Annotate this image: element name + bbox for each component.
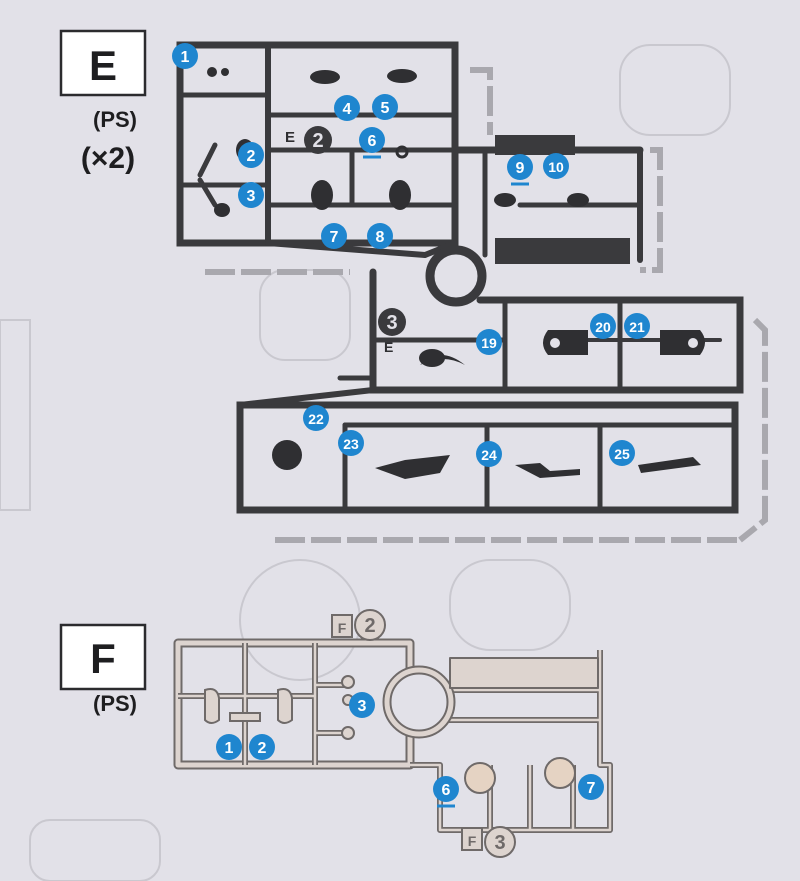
svg-text:4: 4 — [343, 101, 352, 118]
part-badge-e-21: 21 — [624, 313, 650, 339]
svg-text:24: 24 — [481, 447, 497, 463]
svg-text:22: 22 — [308, 411, 324, 427]
runner-e2-plate-bottom — [495, 238, 630, 264]
runner-e3 — [236, 268, 744, 514]
svg-text:7: 7 — [587, 780, 596, 797]
svg-text:2: 2 — [312, 130, 323, 152]
runner-f3-label: F 3 — [461, 826, 516, 858]
part-badge-f-1: 1 — [216, 734, 242, 760]
svg-text:F: F — [338, 620, 347, 636]
section-f: F (PS) — [59, 609, 613, 858]
part-badge-f-2: 2 — [249, 734, 275, 760]
svg-text:6: 6 — [368, 133, 377, 150]
section-e-label-box — [59, 29, 147, 97]
svg-text:3: 3 — [358, 698, 367, 715]
part-badge-e-6: 6 — [359, 127, 385, 159]
svg-text:E: E — [285, 129, 295, 146]
part-badge-e-22: 22 — [303, 405, 329, 431]
section-f-letter: F — [90, 635, 116, 682]
part-badge-f-3: 3 — [349, 692, 375, 718]
part-badge-e-5: 5 — [372, 94, 398, 120]
svg-text:21: 21 — [629, 319, 645, 335]
svg-text:25: 25 — [614, 446, 630, 462]
runner-f-parts — [204, 675, 576, 794]
part-badge-e-7: 7 — [321, 223, 347, 249]
part-badge-e-10: 10 — [543, 153, 569, 179]
part-badge-e-8: 8 — [367, 223, 393, 249]
runner-f — [173, 638, 613, 833]
svg-text:6: 6 — [442, 782, 451, 799]
svg-text:3: 3 — [247, 188, 256, 205]
section-e: E (PS) (×2) — [59, 29, 768, 543]
part-badge-e-1: 1 — [172, 43, 198, 69]
svg-text:F: F — [468, 833, 477, 849]
part-badge-e-24: 24 — [476, 441, 502, 467]
svg-text:9: 9 — [516, 160, 525, 177]
svg-text:3: 3 — [494, 832, 505, 854]
section-f-label-box — [59, 623, 147, 691]
svg-text:E: E — [384, 339, 393, 355]
svg-text:20: 20 — [595, 319, 611, 335]
part-badge-e-19: 19 — [476, 329, 502, 355]
section-e-letter: E — [89, 42, 117, 89]
runner-e2-plate-top — [495, 135, 575, 155]
runner-e-shadow — [205, 67, 768, 543]
svg-text:1: 1 — [225, 740, 234, 757]
section-e-quantity: (×2) — [81, 142, 135, 175]
part-badges-f: 1 2 3 6 7 — [216, 692, 604, 808]
runner-e2 — [176, 41, 644, 263]
svg-text:8: 8 — [376, 229, 385, 246]
svg-text:23: 23 — [343, 436, 359, 452]
part-badges-e: 1 2 3 4 5 6 7 8 — [172, 43, 650, 467]
part-badge-e-3: 3 — [238, 182, 264, 208]
runner-hub-ring — [425, 245, 487, 307]
part-badge-e-20: 20 — [590, 313, 616, 339]
svg-text:1: 1 — [181, 49, 190, 66]
part-badge-e-4: 4 — [334, 95, 360, 121]
svg-text:10: 10 — [548, 159, 564, 175]
runner-f2-label: F 2 — [331, 609, 386, 641]
part-badge-f-6: 6 — [433, 776, 459, 808]
part-badge-e-23: 23 — [338, 430, 364, 456]
section-e-material: (PS) — [93, 107, 137, 132]
runner-e2-label: E 2 — [285, 126, 332, 154]
svg-text:2: 2 — [258, 740, 267, 757]
runner-e3-parts — [272, 330, 705, 479]
part-badge-e-25: 25 — [609, 440, 635, 466]
svg-text:5: 5 — [381, 100, 390, 117]
svg-text:2: 2 — [247, 148, 256, 165]
svg-text:7: 7 — [330, 229, 339, 246]
svg-text:19: 19 — [481, 335, 497, 351]
runner-e3-label: 3 E — [378, 308, 406, 355]
svg-text:3: 3 — [386, 312, 397, 334]
part-badge-f-7: 7 — [578, 774, 604, 800]
part-badge-e-2: 2 — [238, 142, 264, 168]
part-badge-e-9: 9 — [507, 154, 533, 186]
section-f-material: (PS) — [93, 691, 137, 716]
svg-text:2: 2 — [364, 615, 375, 637]
